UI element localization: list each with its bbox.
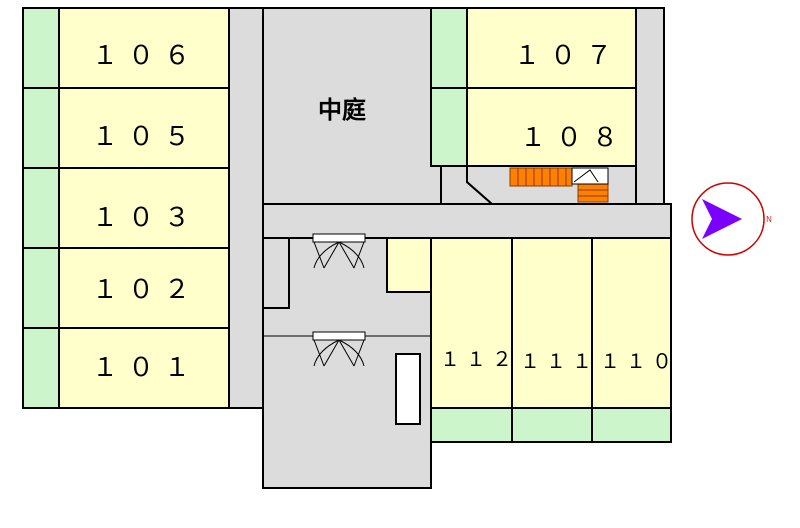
right-corridor xyxy=(635,7,665,205)
room-107 xyxy=(466,7,637,89)
storage-room xyxy=(386,237,432,293)
room-label-101: １０１ xyxy=(92,353,200,383)
room-110 xyxy=(591,237,672,409)
room-102 xyxy=(58,247,230,329)
bottom-right-rooms xyxy=(386,237,672,443)
room-label-102: １０２ xyxy=(92,275,200,305)
room-labels: １０６ １０５ １０３ １０２ １０１ １０７ １０８ １１２ １１１ １１０ … xyxy=(92,41,678,383)
room-label-108: １０８ xyxy=(520,123,628,153)
room-101 xyxy=(58,327,230,409)
room-105 xyxy=(58,87,230,169)
common-areas xyxy=(228,7,672,489)
left-corridor xyxy=(228,7,264,409)
left-rooms xyxy=(58,7,230,409)
compass: N xyxy=(691,182,772,256)
room-106 xyxy=(58,7,230,89)
room-111 xyxy=(511,237,593,409)
compass-arrow-icon xyxy=(702,199,742,239)
room-108 xyxy=(466,87,637,167)
room-label-103: １０３ xyxy=(92,203,200,233)
stairs xyxy=(509,167,609,203)
entrance-details xyxy=(263,233,431,425)
room-label-111: １１１ xyxy=(520,349,598,373)
top-right-units xyxy=(430,7,637,167)
room-label-112: １１２ xyxy=(440,347,518,371)
room-label-110: １１０ xyxy=(600,349,678,373)
room-112 xyxy=(430,237,513,409)
left-balconies xyxy=(22,7,60,409)
room-label-106: １０６ xyxy=(92,41,200,71)
compass-north-label: N xyxy=(766,215,772,224)
room-103 xyxy=(58,167,230,249)
room-label-105: １０５ xyxy=(92,122,200,152)
courtyard-label: 中庭 xyxy=(318,96,366,124)
main-corridor xyxy=(262,203,672,239)
room-label-107: １０７ xyxy=(514,41,622,71)
courtyard-area xyxy=(262,7,442,205)
